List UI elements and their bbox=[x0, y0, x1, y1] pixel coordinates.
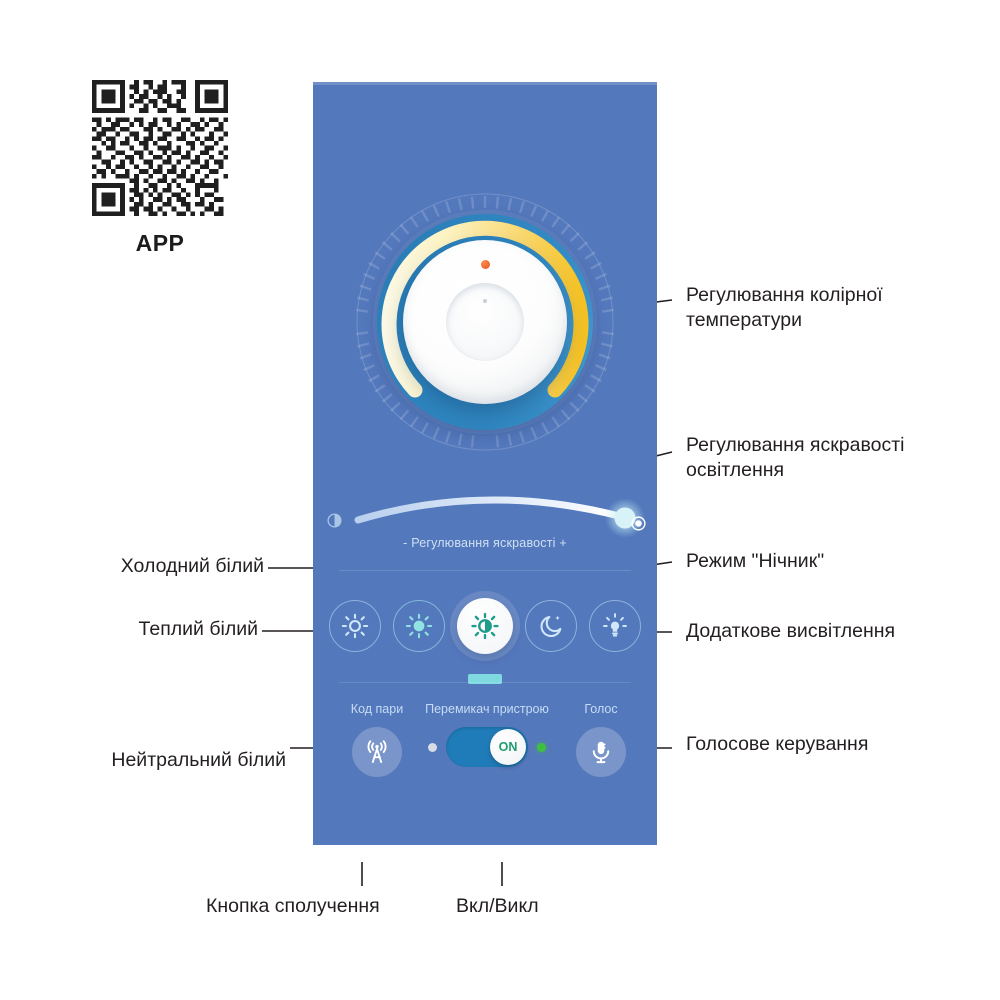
microphone-icon bbox=[592, 741, 610, 764]
led-indicator-right bbox=[537, 742, 546, 752]
voice-caption: Голос bbox=[584, 702, 618, 716]
dial-indicator-dot bbox=[480, 260, 490, 269]
callout-night-mode: Режим "Нічник" bbox=[686, 550, 825, 572]
led-indicator-left bbox=[428, 742, 437, 752]
dial-knob-center[interactable] bbox=[446, 283, 524, 361]
callout-warm-white: Теплий білий bbox=[138, 618, 258, 640]
broadcast-tower-icon bbox=[367, 740, 387, 763]
qr-code-icon bbox=[92, 80, 228, 216]
mode-button-warm-white[interactable] bbox=[393, 600, 445, 652]
dial-temperature-arc bbox=[381, 220, 589, 398]
switch-row: ON bbox=[417, 727, 557, 767]
device-control-panel: - Регулювання яскравості + bbox=[313, 82, 657, 845]
brightness-slider-track[interactable] bbox=[313, 474, 657, 544]
bottom-control-row: Код пари Перемикач пристрою ON bbox=[313, 694, 657, 814]
qr-block: APP bbox=[90, 80, 230, 257]
sun-outline-icon bbox=[341, 613, 369, 639]
callout-brightness: Регулювання яскравості освітлення bbox=[686, 434, 905, 481]
mode-button-neutral-white[interactable] bbox=[457, 598, 513, 654]
mode-button-cool-white[interactable] bbox=[329, 600, 381, 652]
sun-filled-icon bbox=[405, 613, 433, 639]
voice-button[interactable] bbox=[576, 727, 626, 777]
callout-cool-white: Холодний білий bbox=[120, 555, 264, 577]
pairing-control: Код пари bbox=[329, 702, 425, 777]
sun-half-icon bbox=[471, 612, 499, 640]
callout-color-temperature: Регулювання колірної температури bbox=[686, 284, 883, 331]
mode-button-night-light[interactable] bbox=[525, 600, 577, 652]
device-switch-control: Перемикач пристрою ON bbox=[417, 702, 557, 767]
pair-caption: Код пари bbox=[350, 702, 404, 716]
brightness-slider[interactable]: - Регулювання яскравості + bbox=[313, 474, 657, 564]
mode-button-extra-light[interactable] bbox=[589, 600, 641, 652]
dial-tick-ring bbox=[356, 193, 614, 451]
callout-neutral-white: Нейтральний білий bbox=[111, 749, 286, 771]
voice-control: Голос bbox=[557, 702, 645, 777]
brightness-low-icon bbox=[327, 513, 342, 528]
callout-on-off: Вкл/Викл bbox=[456, 895, 539, 917]
divider-line-1 bbox=[339, 570, 631, 571]
power-toggle[interactable]: ON bbox=[446, 727, 528, 767]
callout-voice-control: Голосове керування bbox=[686, 733, 869, 755]
mode-button-row bbox=[313, 594, 657, 658]
moon-star-icon bbox=[540, 615, 562, 638]
power-toggle-knob[interactable]: ON bbox=[490, 729, 526, 765]
divider-line-2 bbox=[339, 682, 631, 683]
dial-knob[interactable] bbox=[403, 240, 567, 404]
brightness-slider-handle[interactable] bbox=[614, 507, 636, 529]
panel-top-highlight bbox=[313, 82, 657, 85]
bulb-icon bbox=[603, 613, 627, 637]
dial-center-dot bbox=[483, 299, 487, 303]
pair-button[interactable] bbox=[352, 727, 402, 777]
switch-caption: Перемикач пристрою bbox=[425, 702, 549, 716]
brightness-label: - Регулювання яскравості + bbox=[403, 536, 567, 550]
mode-selection-indicator bbox=[468, 674, 502, 684]
brightness-high-icon bbox=[631, 516, 646, 531]
callout-extra-light: Додаткове висвітлення bbox=[686, 620, 896, 642]
callout-pair-button: Кнопка сполучення bbox=[206, 895, 380, 917]
color-temperature-dial[interactable] bbox=[351, 188, 619, 456]
qr-app-label: APP bbox=[135, 230, 185, 256]
